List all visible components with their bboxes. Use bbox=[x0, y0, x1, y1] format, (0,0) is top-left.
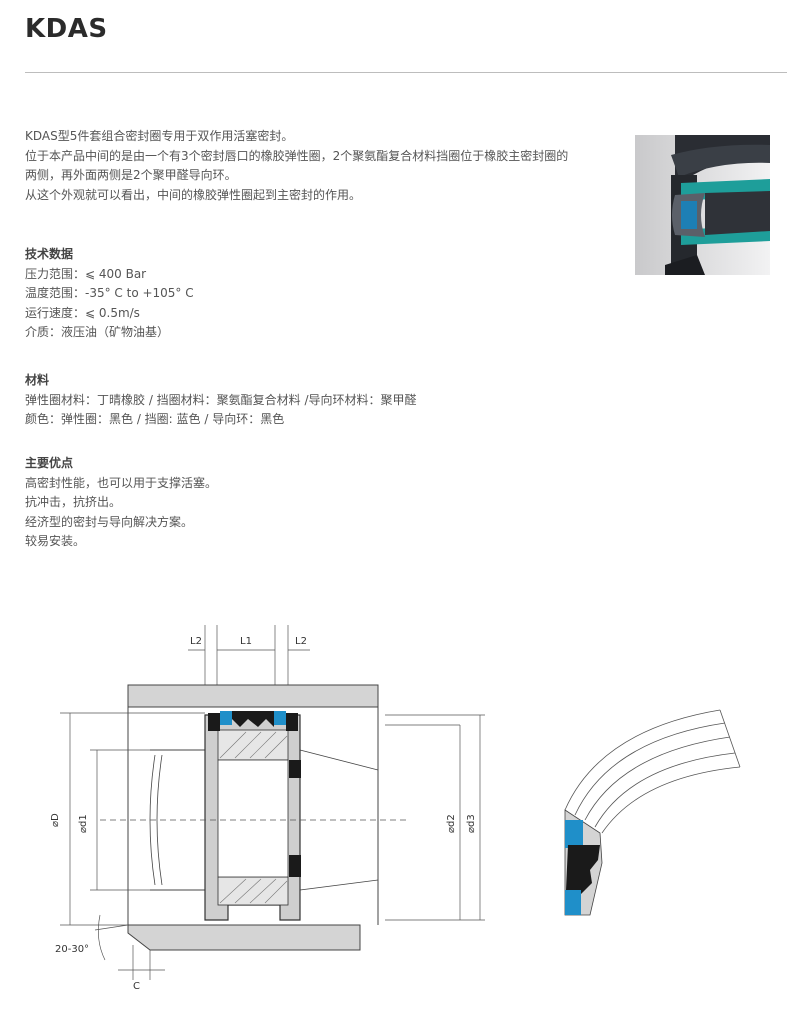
advantage-item: 高密封性能，也可以用于支撑活塞。 bbox=[25, 475, 218, 490]
seal-technical-drawing: L2 L1 L2 ⌀D ⌀d1 bbox=[50, 625, 741, 992]
dim-c: C bbox=[133, 981, 140, 992]
dim-l1: L1 bbox=[240, 636, 252, 647]
advantage-item: 较易安装。 bbox=[25, 534, 86, 548]
advantages-heading: 主要优点 bbox=[25, 456, 74, 470]
dim-phi-d: ⌀D bbox=[50, 813, 61, 827]
intro-line: 两侧，再外面两侧是2个聚甲醛导向环。 bbox=[25, 168, 237, 182]
seal-product-image bbox=[635, 135, 770, 275]
intro-line: 从这个外观就可以看出，中间的橡胶弹性圈起到主密封的作用。 bbox=[25, 187, 362, 202]
dim-phi-d2: ⌀d2 bbox=[446, 814, 457, 833]
temperature-range: 温度范围：-35° C to +105° C bbox=[25, 286, 194, 300]
dim-phi-d1: ⌀d1 bbox=[78, 814, 89, 833]
advantage-item: 抗冲击，抗挤出。 bbox=[25, 495, 122, 509]
dim-l2-left: L2 bbox=[190, 636, 202, 647]
intro-line: KDAS型5件套组合密封圈专用于双作用活塞密封。 bbox=[25, 129, 294, 143]
intro-line: 位于本产品中间的是由一个有3个密封唇口的橡胶弹性圈，2个聚氨酯复合材料挡圈位于橡… bbox=[25, 148, 569, 163]
advantages-section: 主要优点 高密封性能，也可以用于支撑活塞。 抗冲击，抗挤出。 经济型的密封与导向… bbox=[25, 454, 625, 552]
speed-range: 运行速度：⩽ 0.5m/s bbox=[25, 305, 140, 320]
dim-angle: 20-30° bbox=[55, 944, 89, 955]
pressure-range: 压力范围：⩽ 400 Bar bbox=[25, 266, 147, 281]
medium: 介质：液压油（矿物油基） bbox=[25, 325, 170, 339]
tech-data-section: 技术数据 压力范围：⩽ 400 Bar 温度范围：-35° C to +105°… bbox=[25, 245, 625, 343]
page-title: KDAS bbox=[25, 14, 108, 44]
dim-l2-right: L2 bbox=[295, 636, 307, 647]
intro-section: KDAS型5件套组合密封圈专用于双作用活塞密封。 位于本产品中间的是由一个有3个… bbox=[25, 127, 625, 205]
material-line: 弹性圈材料：丁晴橡胶 / 挡圈材料：聚氨酯复合材料 /导向环材料：聚甲醛 bbox=[25, 392, 417, 407]
dim-phi-d3: ⌀d3 bbox=[466, 814, 477, 833]
title-divider bbox=[25, 72, 787, 73]
material-heading: 材料 bbox=[25, 373, 50, 387]
material-section: 材料 弹性圈材料：丁晴橡胶 / 挡圈材料：聚氨酯复合材料 /导向环材料：聚甲醛 … bbox=[25, 371, 625, 430]
advantage-item: 经济型的密封与导向解决方案。 bbox=[25, 514, 194, 529]
tech-data-heading: 技术数据 bbox=[25, 247, 74, 261]
color-line: 颜色：弹性圈：黑色 / 挡圈: 蓝色 / 导向环：黑色 bbox=[25, 412, 285, 426]
